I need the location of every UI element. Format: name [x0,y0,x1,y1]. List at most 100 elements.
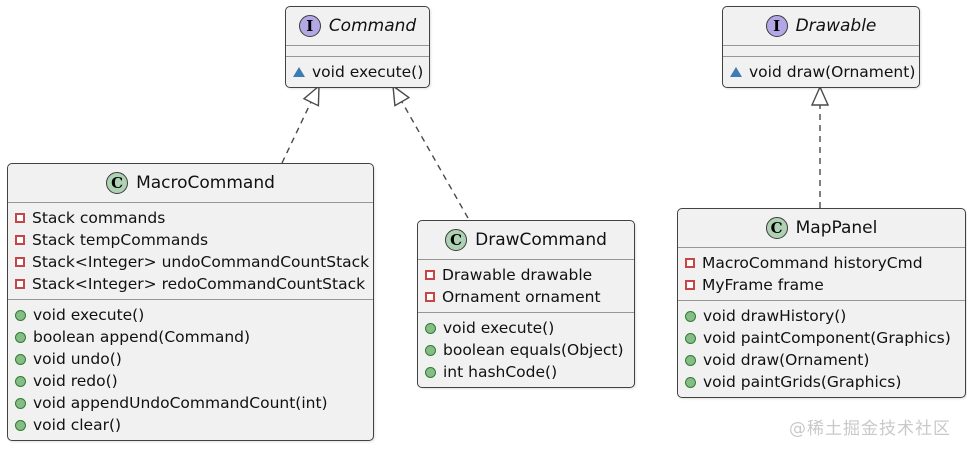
interface-badge-icon: I [765,15,788,37]
class-badge-icon: C [106,172,129,194]
class-box-drawable: I Drawable void draw(Ornament) [722,6,920,88]
member-row: void clear() [15,414,366,436]
member-row: Stack<Integer> undoCommandCountStack [15,251,370,273]
method-icon [685,310,696,322]
member-text: int hashCode() [443,363,558,381]
realization-arrow-macrocommand-command [281,84,320,164]
member-row: void execute() [425,317,627,339]
member-row: void execute() [15,304,366,326]
member-text: boolean equals(Object) [443,341,624,359]
member-text: void execute() [443,319,555,337]
member-text: void redo() [33,372,118,390]
member-text: Stack<Integer> undoCommandCountStack [32,253,370,271]
member-text: Stack<Integer> redoCommandCountStack [32,275,366,293]
abstract-method-icon [730,67,742,77]
methods-section: void execute() boolean append(Command) voi… [8,299,373,440]
class-title: I Command [286,7,429,45]
class-name: MacroCommand [136,173,275,193]
member-text: void draw(Ornament) [703,351,870,369]
field-icon [15,235,25,245]
method-icon [685,332,696,344]
field-icon [425,270,435,280]
methods-section: void execute() boolean equals(Object) int … [418,312,634,387]
realization-arrow-mappanel-drawable [810,85,830,208]
member-row: MyFrame frame [685,274,958,296]
method-icon [15,419,26,431]
member-row: boolean equals(Object) [425,339,627,361]
method-icon [425,366,436,378]
member-row: int hashCode() [425,361,627,383]
member-text: MyFrame frame [702,276,824,294]
class-title: I Drawable [723,7,919,45]
member-text: void paintGrids(Graphics) [703,373,902,391]
member-text: boolean append(Command) [33,328,251,346]
field-icon [15,257,25,267]
method-icon [15,309,26,321]
class-name: Command [328,16,417,36]
method-icon [685,376,696,388]
member-row: Drawable drawable [425,264,627,286]
interface-badge-icon: I [298,15,321,37]
method-icon [425,344,436,356]
method-icon [15,375,26,387]
class-name: MapPanel [795,218,878,238]
member-text: void appendUndoCommandCount(int) [33,394,328,412]
field-icon [685,280,695,290]
member-text: void clear() [33,416,122,434]
method-icon [15,331,26,343]
member-row: Stack commands [15,207,366,229]
field-icon [685,258,695,268]
member-row: Stack tempCommands [15,229,366,251]
class-title: C DrawCommand [418,221,634,259]
member-text: Stack commands [32,209,166,227]
method-icon [685,354,696,366]
member-text: void drawHistory() [703,307,847,325]
methods-section: void execute() [286,56,429,87]
member-row: Ornament ornament [425,286,627,308]
class-badge-icon: C [765,217,788,239]
method-icon [425,322,436,334]
class-badge-icon: C [445,229,468,251]
member-text: void execute() [312,63,424,81]
field-icon [15,279,25,289]
fields-section [723,45,919,56]
member-text: void execute() [33,306,145,324]
member-row: void redo() [15,370,366,392]
member-text: Drawable drawable [442,266,593,284]
member-text: Ornament ornament [442,288,601,306]
class-title: C MapPanel [678,209,965,247]
member-row: void draw(Ornament) [685,349,958,371]
watermark: @稀土掘金技术社区 [789,419,951,439]
fields-section [286,45,429,56]
member-text: void undo() [33,350,122,368]
member-text: Stack tempCommands [32,231,209,249]
class-name: Drawable [795,16,877,36]
class-name: DrawCommand [475,230,607,250]
realization-arrow-drawcommand-command [392,84,469,219]
member-row: void appendUndoCommandCount(int) [15,392,366,414]
member-text: void paintComponent(Graphics) [703,329,951,347]
member-row: void paintComponent(Graphics) [685,327,958,349]
member-row: Stack<Integer> redoCommandCountStack [15,273,366,295]
member-row: void execute() [293,61,424,83]
member-text: void draw(Ornament) [749,63,916,81]
member-row: void drawHistory() [685,305,958,327]
methods-section: void draw(Ornament) [723,56,919,87]
method-icon [15,397,26,409]
abstract-method-icon [293,67,305,77]
field-icon [425,292,435,302]
class-box-command: I Command void execute() [285,6,430,88]
member-row: void paintGrids(Graphics) [685,371,958,393]
method-icon [15,353,26,365]
class-title: C MacroCommand [8,164,373,202]
member-text: MacroCommand historyCmd [702,254,923,272]
member-row: boolean append(Command) [15,326,366,348]
field-icon [15,213,25,223]
